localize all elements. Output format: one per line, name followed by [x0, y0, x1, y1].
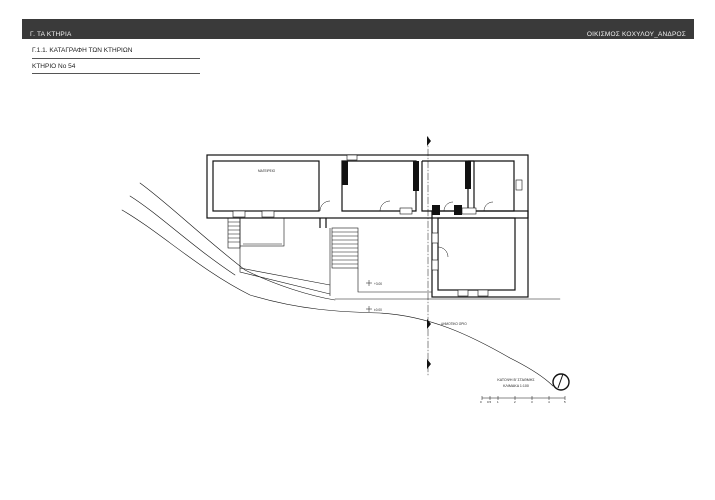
section-arrow-top	[427, 136, 431, 146]
scale-tick: 0.5	[487, 400, 492, 404]
window	[399, 207, 413, 215]
title-divider	[32, 58, 200, 59]
wall-pier	[465, 161, 471, 189]
scale-tick-labels: 0 0.5 1 2 3 4 5	[479, 400, 571, 405]
lower-wing-inner	[437, 217, 516, 291]
building-divider	[32, 73, 200, 74]
terrain-line	[139, 182, 336, 301]
plan-caption-scale: ΚΛΙΜΑΚΑ 1:100	[503, 384, 529, 388]
door-swing	[379, 200, 391, 212]
level-marker	[366, 306, 372, 312]
terrain-line	[129, 195, 236, 276]
wall-pier	[454, 205, 462, 215]
inner-wall	[421, 161, 469, 212]
window	[431, 259, 439, 271]
building-id: ΚΤΗΡΙΟ No 54	[32, 63, 76, 70]
wall-pier	[342, 161, 348, 185]
scale-tick: 5	[564, 400, 566, 404]
north-arrow	[552, 373, 570, 391]
door-swing	[437, 246, 449, 258]
outer-wall	[319, 218, 327, 228]
stair-treads	[228, 221, 240, 243]
scale-tick: 3	[531, 400, 533, 404]
window	[477, 289, 489, 297]
header-bar: Γ. ΤΑ ΚΤΗΡΙΑ ΟΙΚΙΣΜΟΣ ΚΟΧΥΛΟΥ_ΑΝΔΡΟΣ	[22, 19, 694, 39]
window	[461, 207, 477, 215]
room-label: ΜΑΓΕΙΡΕΙΟ	[258, 169, 276, 173]
inner-wall	[341, 160, 417, 212]
scale-tick: 2	[514, 400, 516, 404]
plan-caption-title: ΚΑΤΟΨΗ Β' ΣΤΑΘΜΗΣ	[497, 378, 535, 382]
window	[457, 289, 469, 297]
retaining-wall	[239, 246, 331, 295]
lower-wing-outer	[431, 210, 529, 298]
window	[261, 210, 275, 218]
window	[232, 210, 246, 218]
door-swing	[443, 201, 454, 212]
stair-left	[227, 217, 241, 249]
stair-treads	[332, 231, 358, 265]
balcony	[239, 217, 285, 247]
door-swing	[319, 200, 331, 212]
scale-bar	[481, 396, 566, 400]
scale-tick: 1	[497, 400, 499, 404]
section-arrow-mid	[427, 319, 431, 329]
road-label: ΔΗΜΟΤΙΚΟ ΟΡΙΟ	[441, 322, 467, 326]
window	[515, 179, 523, 191]
wall-pier	[413, 161, 419, 191]
door-swing	[483, 201, 494, 212]
outer-wall	[206, 154, 529, 219]
level-upper: +3.00	[374, 282, 383, 286]
window	[431, 232, 439, 244]
level-lower: ±0.00	[374, 308, 382, 312]
window	[346, 154, 358, 161]
scale-tick: 0	[480, 400, 482, 404]
header-right-title: ΟΙΚΙΣΜΟΣ ΚΟΧΥΛΟΥ_ΑΝΔΡΟΣ	[586, 31, 686, 38]
level-marker	[366, 280, 372, 286]
terrain-line	[121, 209, 554, 387]
header-left-title: Γ. ΤΑ ΚΤΗΡΙΑ	[30, 31, 72, 38]
terrace-edge	[357, 268, 432, 293]
section-arrow-bottom	[427, 359, 431, 369]
wall-pier	[432, 205, 440, 215]
retaining-wall	[239, 267, 331, 286]
section-title: Γ.1.1. ΚΑΤΑΓΡΑΦΗ ΤΩΝ ΚΤΗΡΙΩΝ	[32, 47, 133, 54]
scale-tick: 4	[548, 400, 550, 404]
